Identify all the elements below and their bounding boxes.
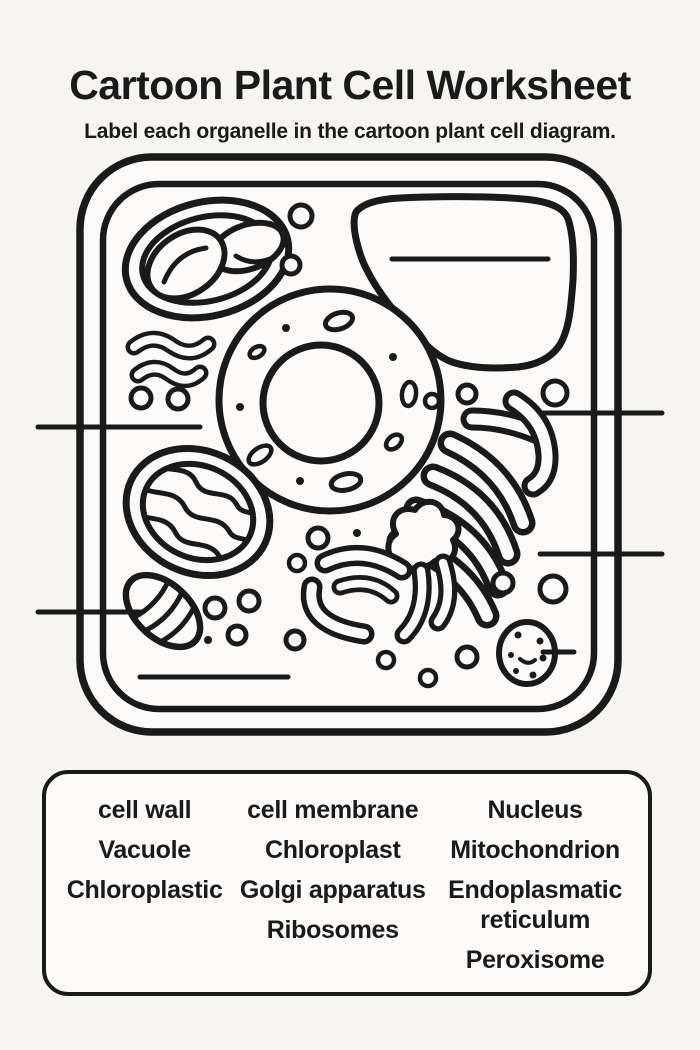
word-bank: cell wall Vacuole Chloroplastic cell mem… bbox=[42, 770, 652, 996]
word-bank-item: cell membrane bbox=[247, 796, 419, 824]
chloroplast bbox=[121, 196, 293, 322]
nucleus bbox=[215, 285, 445, 515]
chloroplast-small bbox=[122, 571, 204, 651]
nucleolus bbox=[259, 341, 383, 465]
mitochondrion bbox=[122, 444, 274, 580]
word-bank-item: Ribosomes bbox=[266, 916, 399, 944]
ribosomes bbox=[128, 202, 570, 689]
word-bank-item: Chloroplast bbox=[264, 836, 401, 864]
golgi-apparatus bbox=[300, 498, 462, 645]
word-bank-item: cell wall bbox=[98, 796, 192, 824]
nuclear-pores bbox=[236, 309, 419, 493]
label-lines bbox=[35, 410, 665, 680]
page-title: Cartoon Plant Cell Worksheet bbox=[69, 62, 631, 109]
word-bank-item: Endoplasmatic reticulum bbox=[448, 876, 623, 934]
word-bank-item: Mitochondrion bbox=[450, 836, 620, 864]
plant-cell-diagram bbox=[35, 153, 665, 736]
cell-membrane bbox=[99, 180, 598, 713]
word-bank-item: Vacuole bbox=[98, 836, 191, 864]
word-bank-item: Peroxisome bbox=[465, 946, 605, 974]
word-bank-item: Nucleus bbox=[487, 796, 583, 824]
granum-stack bbox=[125, 330, 217, 389]
page-subtitle: Label each organelle in the cartoon plan… bbox=[84, 120, 616, 143]
word-bank-column-3: Nucleus Mitochondrion Endoplasmatic reti… bbox=[438, 795, 632, 992]
word-bank-item: Golgi apparatus bbox=[239, 876, 426, 904]
word-bank-column-1: cell wall Vacuole Chloroplastic bbox=[62, 795, 227, 992]
word-bank-column-2: cell membrane Chloroplast Golgi apparatu… bbox=[227, 795, 438, 992]
word-bank-item: Chloroplastic bbox=[66, 876, 223, 904]
